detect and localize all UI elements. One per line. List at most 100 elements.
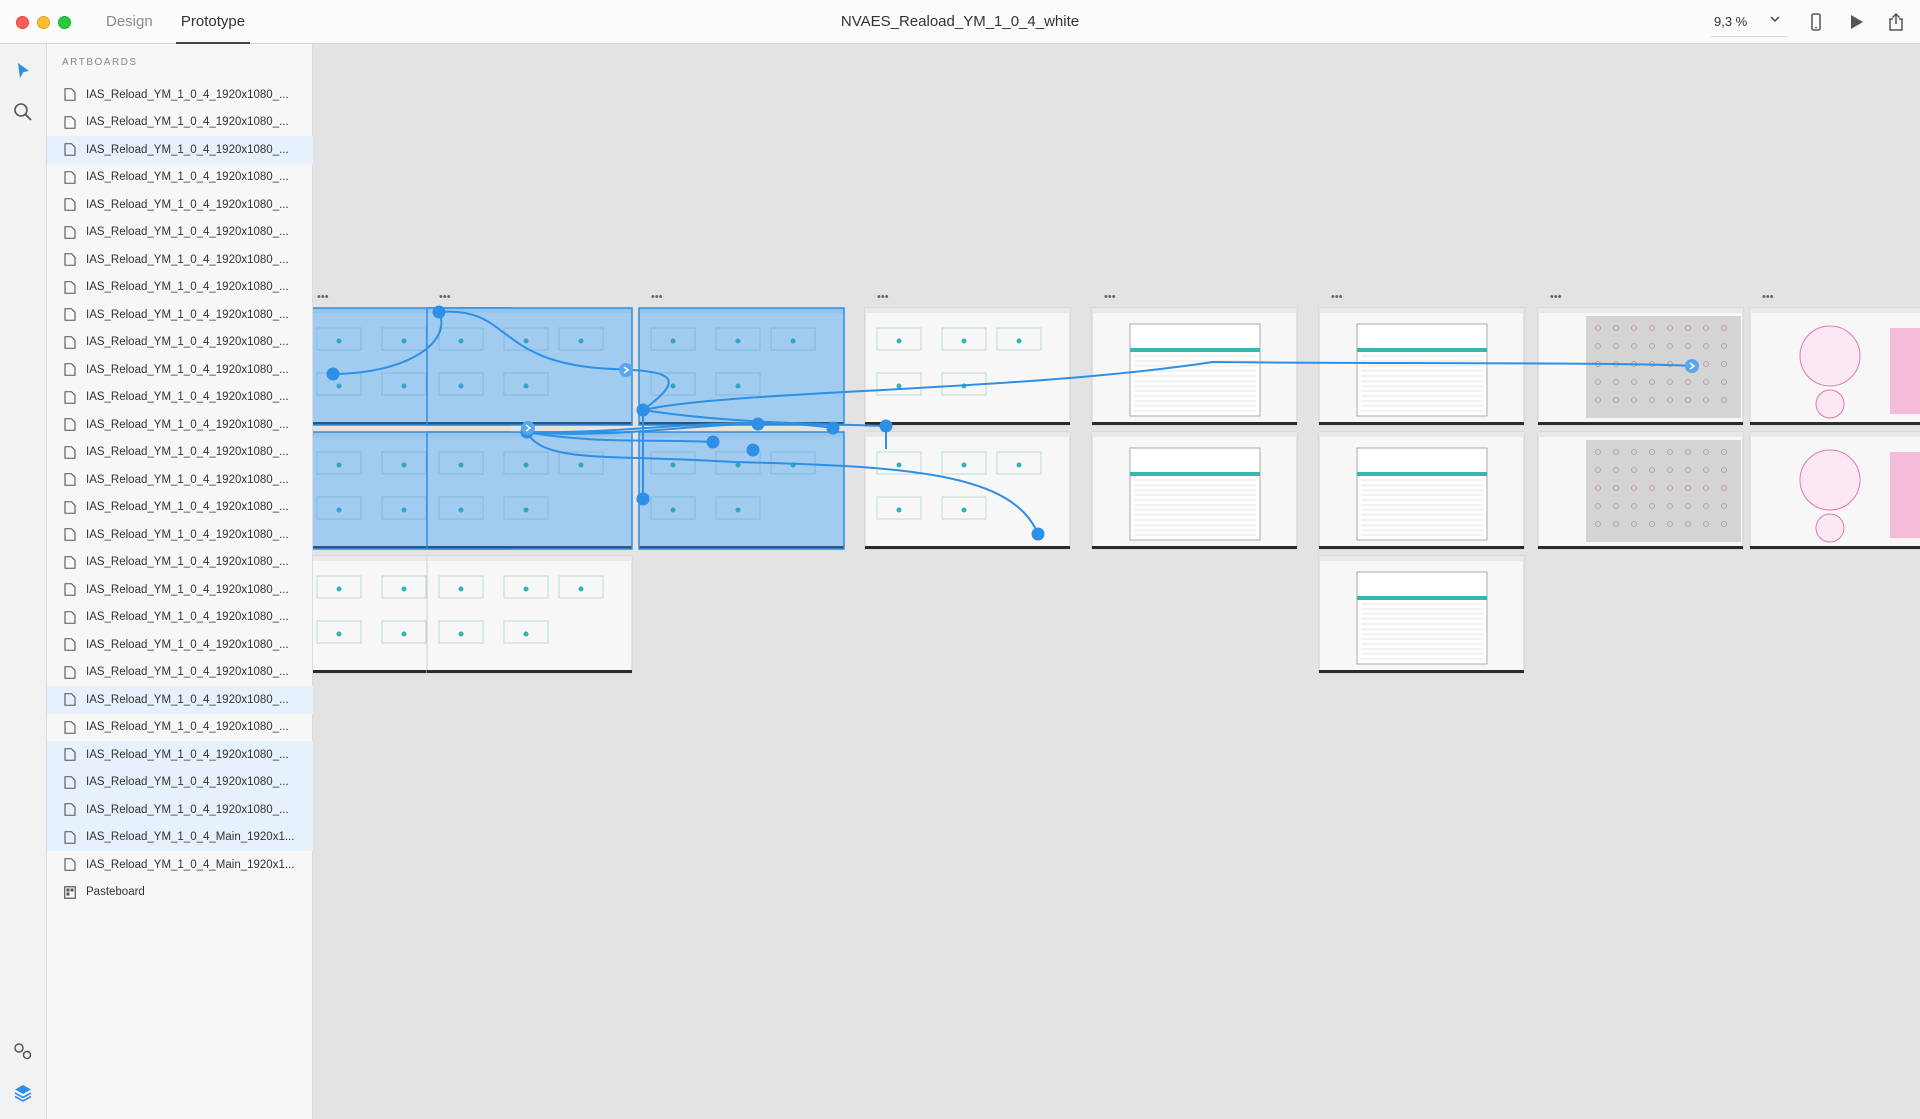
zoom-tool-icon[interactable]: [12, 101, 34, 123]
layers-icon[interactable]: [12, 1082, 34, 1104]
artboard-item[interactable]: IAS_Reload_YM_1_0_4_1920x1080_...: [47, 466, 313, 494]
grid-cell: [1667, 503, 1673, 509]
artboard-item[interactable]: IAS_Reload_YM_1_0_4_1920x1080_...: [47, 411, 313, 439]
artboard-item[interactable]: IAS_Reload_YM_1_0_4_1920x1080_...: [47, 714, 313, 742]
card-dot: [896, 507, 902, 513]
artboard-item[interactable]: IAS_Reload_YM_1_0_4_1920x1080_...: [47, 631, 313, 659]
artboard-item[interactable]: IAS_Reload_YM_1_0_4_1920x1080_...: [47, 768, 313, 796]
artboard-header: [427, 556, 632, 561]
artboard-item[interactable]: IAS_Reload_YM_1_0_4_1920x1080_...: [47, 659, 313, 687]
close-window-button[interactable]: [16, 16, 29, 29]
grid-cell: [1649, 379, 1655, 385]
table-highlight: [1357, 472, 1487, 476]
canvas[interactable]: ••••••••••••••••••••••••: [313, 44, 1920, 1119]
artboard-item[interactable]: IAS_Reload_YM_1_0_4_1920x1080_...: [47, 219, 313, 247]
interaction-wire: [642, 409, 887, 449]
artboard-item[interactable]: IAS_Reload_YM_1_0_4_1920x1080_...: [47, 549, 313, 577]
connection-handle: [636, 492, 650, 506]
grid-cell: [1667, 397, 1673, 403]
card-dot: [458, 631, 464, 637]
artboard-icon: [64, 88, 76, 102]
artboard-icon: [64, 308, 76, 322]
grid-cell: [1595, 503, 1601, 509]
artboard-item[interactable]: IAS_Reload_YM_1_0_4_1920x1080_...: [47, 796, 313, 824]
select-tool-icon[interactable]: [12, 60, 34, 82]
artboard-item[interactable]: IAS_Reload_YM_1_0_4_1920x1080_...: [47, 329, 313, 357]
artboard-icon: [64, 720, 76, 734]
pasteboard-item[interactable]: Pasteboard: [47, 879, 313, 907]
tool-rail: [0, 44, 47, 1119]
artboard-item[interactable]: IAS_Reload_YM_1_0_4_1920x1080_...: [47, 356, 313, 384]
artboard-icon: [64, 830, 76, 844]
artboard-item[interactable]: IAS_Reload_YM_1_0_4_Main_1920x1...: [47, 851, 313, 879]
artboard-label: IAS_Reload_YM_1_0_4_1920x1080_...: [86, 226, 289, 239]
artboard-item[interactable]: IAS_Reload_YM_1_0_4_1920x1080_...: [47, 109, 313, 137]
artboard-item[interactable]: IAS_Reload_YM_1_0_4_Main_1920x1...: [47, 823, 313, 851]
artboard-header: [865, 308, 1070, 313]
card-dot: [578, 338, 584, 344]
card-outline: [381, 496, 427, 520]
card-dot: [896, 383, 902, 389]
artboard-header: [1319, 308, 1524, 313]
grid-cell: [1613, 449, 1619, 455]
play-icon[interactable]: [1846, 12, 1866, 32]
artboard-item[interactable]: IAS_Reload_YM_1_0_4_1920x1080_...: [47, 191, 313, 219]
card-dot: [578, 586, 584, 592]
grid-cell: [1613, 521, 1619, 527]
grid-cell: [1595, 325, 1601, 331]
artboard-icon: [64, 583, 76, 597]
artboard-label: IAS_Reload_YM_1_0_4_Main_1920x1...: [86, 858, 295, 871]
pin-grid: [1890, 452, 1920, 538]
artboard-label: IAS_Reload_YM_1_0_4_1920x1080_...: [86, 638, 289, 651]
grid-cell: [1685, 503, 1691, 509]
card-dot: [961, 462, 967, 468]
card-dot: [336, 586, 342, 592]
card-dot: [401, 631, 407, 637]
artboard-item[interactable]: IAS_Reload_YM_1_0_4_1920x1080_...: [47, 576, 313, 604]
artboard-item[interactable]: IAS_Reload_YM_1_0_4_1920x1080_...: [47, 686, 313, 714]
artboard-taskbar: [313, 670, 510, 673]
device-preview-icon[interactable]: [1806, 12, 1826, 32]
card-dot: [336, 383, 342, 389]
artboard-item[interactable]: IAS_Reload_YM_1_0_4_1920x1080_...: [47, 604, 313, 632]
artboard-item[interactable]: IAS_Reload_YM_1_0_4_1920x1080_...: [47, 384, 313, 412]
artboard-item[interactable]: IAS_Reload_YM_1_0_4_1920x1080_...: [47, 81, 313, 109]
minimize-window-button[interactable]: [37, 16, 50, 29]
artboard-taskbar: [1319, 546, 1524, 549]
grid-cell: [1685, 325, 1691, 331]
artboard-label: IAS_Reload_YM_1_0_4_1920x1080_...: [86, 666, 289, 679]
card-outline: [503, 620, 549, 644]
artboard-label: IAS_Reload_YM_1_0_4_1920x1080_...: [86, 253, 289, 266]
artboard-item[interactable]: IAS_Reload_YM_1_0_4_1920x1080_...: [47, 439, 313, 467]
grid-cell: [1649, 503, 1655, 509]
artboard-item[interactable]: IAS_Reload_YM_1_0_4_1920x1080_...: [47, 494, 313, 522]
artboard-label: IAS_Reload_YM_1_0_4_1920x1080_...: [86, 693, 289, 706]
tab-design[interactable]: Design: [106, 13, 153, 30]
artboard-item[interactable]: IAS_Reload_YM_1_0_4_1920x1080_...: [47, 521, 313, 549]
card-outline: [438, 496, 484, 520]
artboard-item[interactable]: IAS_Reload_YM_1_0_4_1920x1080_...: [47, 274, 313, 302]
artboard-icon: [64, 143, 76, 157]
artboard-item[interactable]: IAS_Reload_YM_1_0_4_1920x1080_...: [47, 301, 313, 329]
artboard-label: IAS_Reload_YM_1_0_4_Main_1920x1...: [86, 831, 295, 844]
artboard-label: IAS_Reload_YM_1_0_4_1920x1080_...: [86, 198, 289, 211]
grid-cell: [1703, 343, 1709, 349]
assets-icon[interactable]: [12, 1040, 34, 1062]
grid-cell: [1721, 397, 1727, 403]
share-icon[interactable]: [1886, 12, 1906, 32]
tab-prototype[interactable]: Prototype: [176, 0, 250, 44]
artboard-item[interactable]: IAS_Reload_YM_1_0_4_1920x1080_...: [47, 164, 313, 192]
artboard-item[interactable]: IAS_Reload_YM_1_0_4_1920x1080_...: [47, 741, 313, 769]
artboard-thumbnail: [864, 307, 1071, 426]
grid-cell: [1685, 449, 1691, 455]
zoom-window-button[interactable]: [58, 16, 71, 29]
zoom-level[interactable]: 9,3 %: [1714, 14, 1748, 29]
artboard-item[interactable]: IAS_Reload_YM_1_0_4_1920x1080_...: [47, 136, 313, 164]
grid-cell: [1631, 325, 1637, 331]
chevron-down-icon[interactable]: [1768, 12, 1782, 26]
artboard-header: [1092, 308, 1297, 313]
dialog-window: [1356, 571, 1488, 665]
grid-cell: [1703, 449, 1709, 455]
artboard-item[interactable]: IAS_Reload_YM_1_0_4_1920x1080_...: [47, 246, 313, 274]
artboard-header: [639, 432, 844, 437]
